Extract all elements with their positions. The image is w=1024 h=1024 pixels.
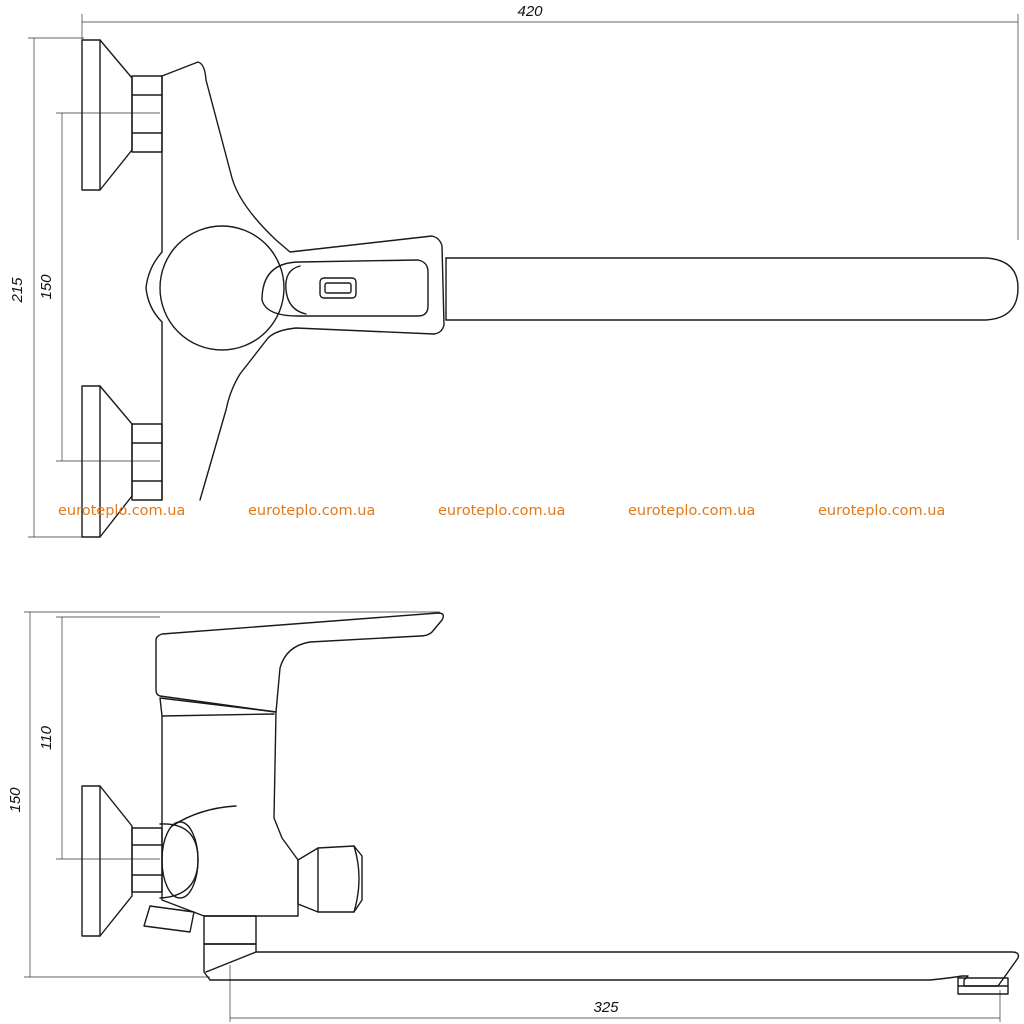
top-view: 420 215 150 bbox=[9, 3, 1019, 538]
dimension-top-height-total: 215 bbox=[9, 37, 84, 538]
dimension-side-height-total: 150 bbox=[7, 611, 440, 978]
side-view: 150 110 325 bbox=[7, 611, 1020, 1022]
watermark-1: euroteplo.com.ua bbox=[58, 503, 185, 519]
dim-label-215: 215 bbox=[9, 277, 26, 304]
watermark-3: euroteplo.com.ua bbox=[438, 503, 565, 519]
lever-handle-side bbox=[155, 612, 445, 713]
dim-label-420: 420 bbox=[517, 3, 543, 20]
spout-side bbox=[203, 943, 1020, 995]
dim-label-150-side: 150 bbox=[7, 787, 24, 813]
dimension-spout-length: 325 bbox=[229, 965, 1001, 1022]
side-wall-flange bbox=[81, 785, 163, 937]
dimension-top-height-between: 150 bbox=[38, 112, 160, 462]
spout-top bbox=[445, 257, 1019, 321]
diverter-knob bbox=[297, 845, 363, 913]
mixer-body-top bbox=[145, 61, 445, 501]
mixer-body-side bbox=[159, 697, 299, 917]
dimension-top-width: 420 bbox=[81, 3, 1019, 240]
watermark-4: euroteplo.com.ua bbox=[628, 503, 755, 519]
upper-wall-flange bbox=[81, 39, 163, 191]
dim-label-150-top: 150 bbox=[38, 274, 55, 300]
watermark-row: euroteplo.com.ua euroteplo.com.ua eurote… bbox=[58, 503, 945, 519]
dimension-side-height-upper: 110 bbox=[38, 616, 160, 860]
watermark-2: euroteplo.com.ua bbox=[248, 503, 375, 519]
bottom-outlet bbox=[143, 905, 257, 945]
watermark-5: euroteplo.com.ua bbox=[818, 503, 945, 519]
dim-label-325: 325 bbox=[593, 999, 619, 1016]
dim-label-110: 110 bbox=[38, 725, 55, 750]
